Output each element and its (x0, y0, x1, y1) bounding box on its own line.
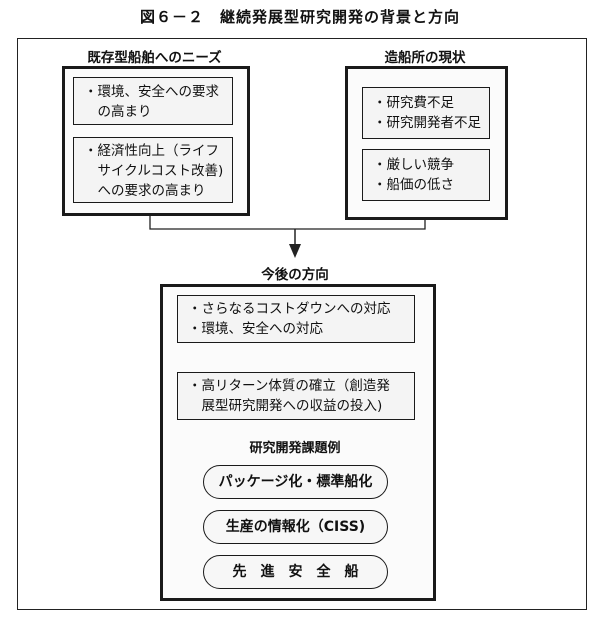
connector-left-panel (149, 213, 295, 230)
left-box-2-line-1: ・経済性向上（ライフ (84, 143, 219, 159)
figure-title: 図６－２ 継続発展型研究開発の背景と方向 (139, 8, 460, 26)
bottom-panel: ・さらなるコストダウンへの対応 ・環境、安全への対応 ・高リターン体質の確立（創… (160, 284, 436, 601)
left-box-1-line-2: の高まり (84, 104, 152, 120)
right-box-2-line-2: ・船価の低さ (373, 177, 454, 193)
right-panel-heading: 造船所の現状 (384, 50, 466, 66)
example-packaging-standard-ship: パッケージ化・標準船化 (203, 465, 388, 499)
example-production-information: 生産の情報化（CISS) (203, 510, 388, 544)
left-box-2-line-3: への要求の高まり (84, 183, 206, 199)
left-panel-heading: 既存型船舶へのニーズ (87, 50, 222, 66)
connector-right-panel (295, 217, 426, 230)
figure-frame (17, 38, 587, 610)
bottom-panel-heading: 今後の方向 (261, 267, 329, 283)
left-panel: ・環境、安全への要求 の高まり ・経済性向上（ライフ サイクルコスト改善) への… (62, 66, 250, 216)
left-box-economy: ・経済性向上（ライフ サイクルコスト改善) への要求の高まり (73, 137, 233, 203)
right-box-research-shortage: ・研究費不足 ・研究開発者不足 (362, 87, 490, 139)
bottom-box-1-line-2: ・環境、安全への対応 (188, 321, 323, 337)
right-box-1-line-1: ・研究費不足 (373, 95, 454, 111)
bottom-box-cost-environment: ・さらなるコストダウンへの対応 ・環境、安全への対応 (177, 295, 415, 343)
bottom-box-2-line-1: ・高リターン体質の確立（創造発 (188, 378, 390, 394)
bottom-box-2-line-2: 展型研究開発への収益の投入) (188, 398, 383, 414)
examples-heading: 研究開発課題例 (249, 441, 341, 456)
bottom-box-1-line-1: ・さらなるコストダウンへの対応 (188, 301, 391, 317)
bottom-box-high-return: ・高リターン体質の確立（創造発 展型研究開発への収益の投入) (177, 372, 415, 420)
arrow-to-future-direction-head (289, 244, 301, 258)
right-box-2-line-1: ・厳しい競争 (373, 157, 454, 173)
left-box-2-line-2: サイクルコスト改善) (84, 163, 224, 179)
right-panel: ・研究費不足 ・研究開発者不足 ・厳しい競争 ・船価の低さ (345, 66, 508, 220)
example-advanced-safe-ship: 先 進 安 全 船 (203, 555, 388, 589)
right-box-1-line-2: ・研究開発者不足 (373, 115, 481, 131)
left-box-environment-safety: ・環境、安全への要求 の高まり (73, 77, 233, 125)
right-box-competition: ・厳しい競争 ・船価の低さ (362, 149, 490, 201)
left-box-1-line-1: ・環境、安全への要求 (84, 84, 219, 100)
